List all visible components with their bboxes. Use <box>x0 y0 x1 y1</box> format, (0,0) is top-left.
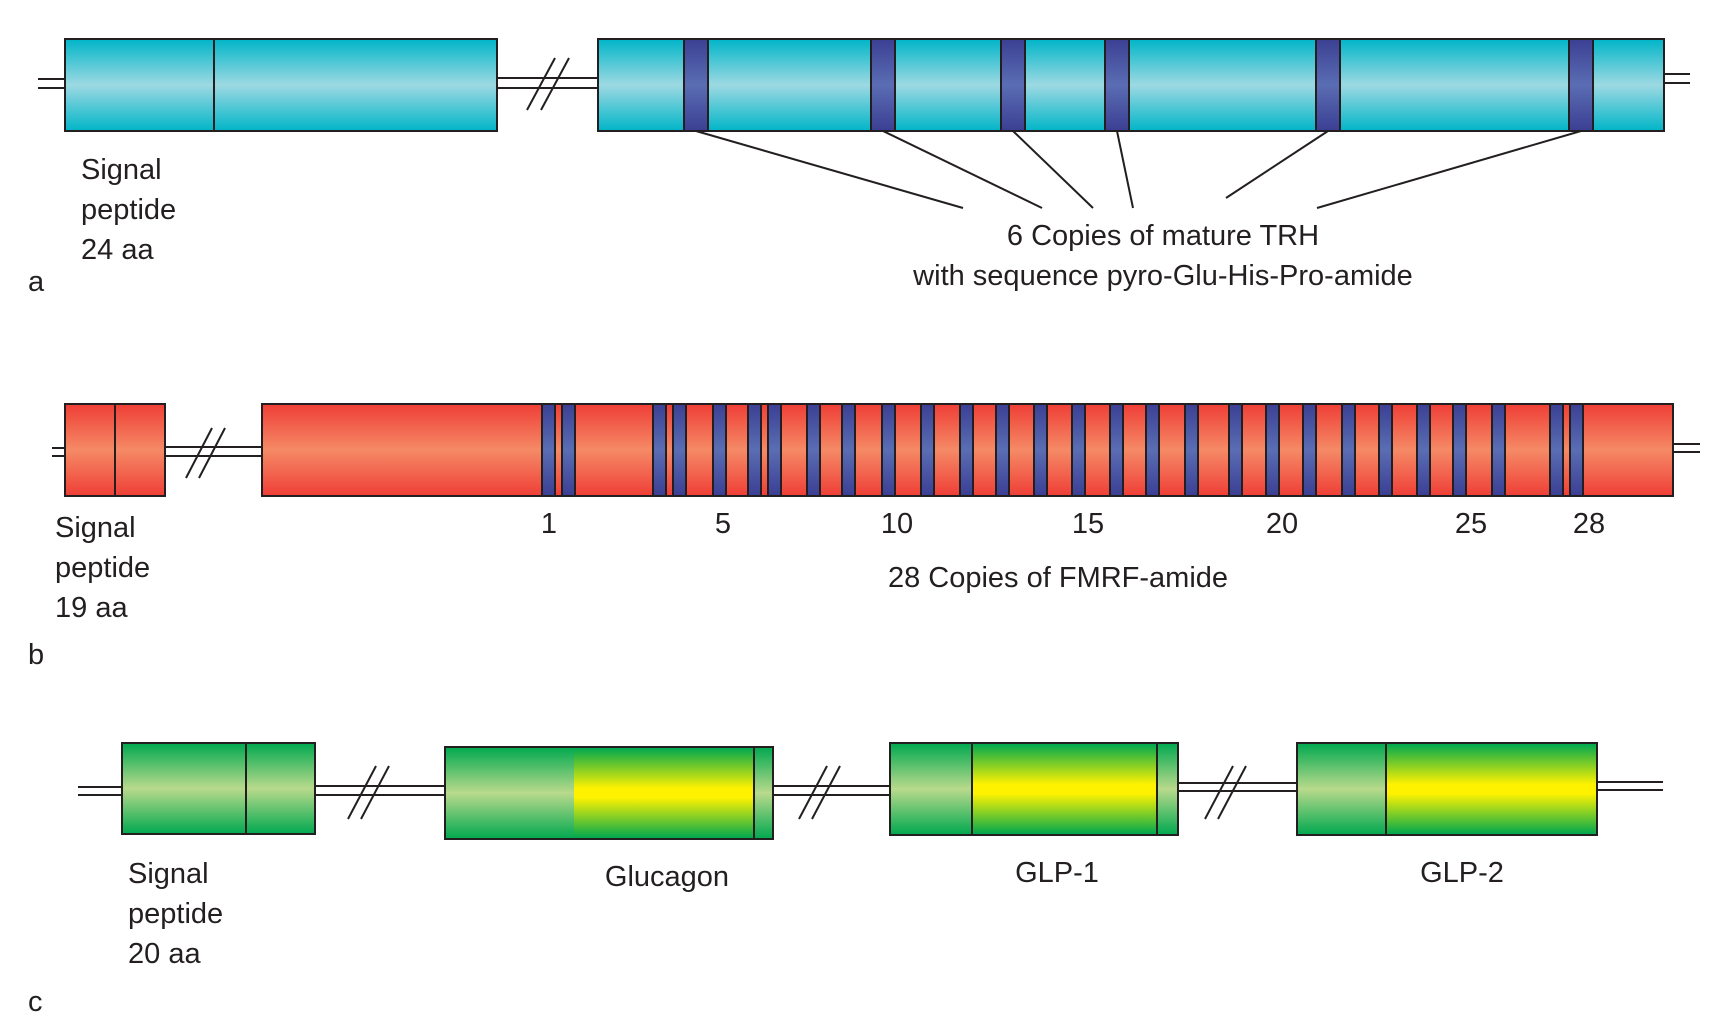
copy-number-28: 28 <box>1572 508 1606 540</box>
fmrf-copy-stripe <box>1184 403 1199 497</box>
copy-number-10: 10 <box>880 508 914 540</box>
break-mark-icon <box>526 57 570 111</box>
copy-number-20: 20 <box>1265 508 1299 540</box>
panel-a-precursor <box>38 38 1690 209</box>
label-line: peptide <box>81 194 177 226</box>
glp1-segment <box>972 744 1157 834</box>
fmrf-copy-stripe <box>1033 403 1048 497</box>
label-line: Signal <box>128 858 209 890</box>
leader-line <box>1316 130 1582 209</box>
trh-copy-stripe <box>1104 38 1130 132</box>
label-line: Signal <box>55 512 136 544</box>
leader-line <box>1116 130 1134 209</box>
fmrf-copy-stripe <box>1452 403 1467 497</box>
fmrf-copy-stripe <box>959 403 974 497</box>
fmrf-copy-stripe <box>1265 403 1280 497</box>
label-line: peptide <box>128 898 224 930</box>
panel-letter-a: a <box>28 266 45 298</box>
fmrf-copy-stripe <box>1341 403 1356 497</box>
fmrf-copy-stripe <box>1071 403 1086 497</box>
glp1-label: GLP-1 <box>1015 857 1099 889</box>
trh-copy-stripe <box>683 38 709 132</box>
connector-line <box>52 443 1700 457</box>
fmrf-copy-stripe <box>652 403 667 497</box>
fmrf-copy-stripe <box>1416 403 1431 497</box>
fmrf-copy-stripe <box>881 403 896 497</box>
fmrf-copy-stripe <box>561 403 576 497</box>
label-line: 24 aa <box>81 234 154 266</box>
fmrf-copy-stripe <box>1549 403 1564 497</box>
copy-number-5: 5 <box>714 508 732 540</box>
trh-precursor-body <box>597 38 1665 132</box>
fmrf-copy-stripe <box>920 403 935 497</box>
fmrf-copy-stripe <box>1491 403 1506 497</box>
fmrf-caption: 28 Copies of FMRF-amide <box>887 562 1229 594</box>
connector-line <box>38 73 1690 89</box>
fmrf-copy-stripe <box>712 403 727 497</box>
label-line: peptide <box>55 552 151 584</box>
label-line: 19 aa <box>55 592 128 624</box>
copy-number-25: 25 <box>1454 508 1488 540</box>
panel-c-precursor <box>78 742 1663 840</box>
fmrf-copy-stripe <box>1302 403 1317 497</box>
signal-peptide-segment <box>64 38 498 132</box>
leader-line <box>882 130 1043 209</box>
trh-caption: 6 Copies of mature TRH with sequence pyr… <box>913 216 1413 296</box>
trh-copy-stripe <box>870 38 896 132</box>
caption-line: 6 Copies of mature TRH <box>1006 220 1320 252</box>
glucagon-segment <box>574 748 754 838</box>
fmrf-copy-stripe <box>1378 403 1393 497</box>
signal-peptide-label-a: Signal peptide 24 aa <box>81 150 176 270</box>
glp2-segment <box>1386 744 1596 834</box>
leader-line <box>1012 130 1094 209</box>
fmrf-copy-stripe <box>995 403 1010 497</box>
fmrf-copy-stripe <box>806 403 821 497</box>
caption-line: with sequence pyro-Glu-His-Pro-amide <box>913 260 1413 292</box>
leader-line <box>695 130 964 209</box>
break-mark-icon <box>185 427 226 479</box>
fmrf-copy-stripe <box>1569 403 1584 497</box>
panel-letter-b: b <box>28 639 45 671</box>
trh-copy-stripe <box>1315 38 1341 132</box>
glp2-label: GLP-2 <box>1420 857 1504 889</box>
trh-copy-stripe <box>1568 38 1594 132</box>
label-line: 20 aa <box>128 938 201 970</box>
fmrf-copy-stripe <box>841 403 856 497</box>
fmrf-copy-stripe <box>1109 403 1124 497</box>
signal-peptide-segment <box>121 742 316 835</box>
copy-number-1: 1 <box>540 508 558 540</box>
panel-letter-c: c <box>28 986 43 1018</box>
break-mark-icon <box>347 765 1247 820</box>
fmrf-copy-stripe <box>747 403 762 497</box>
copy-number-15: 15 <box>1071 508 1105 540</box>
connector-line <box>78 781 1663 796</box>
panel-b-precursor <box>52 403 1700 497</box>
fmrf-copy-stripe <box>767 403 782 497</box>
glucagon-label: Glucagon <box>604 861 730 893</box>
fmrf-copy-stripe <box>1228 403 1243 497</box>
signal-peptide-label-b: Signal peptide 19 aa <box>55 508 150 628</box>
fmrf-copy-stripe <box>1145 403 1160 497</box>
label-line: Signal <box>81 154 162 186</box>
signal-peptide-label-c: Signal peptide 20 aa <box>128 854 223 974</box>
fmrf-copy-stripe <box>541 403 556 497</box>
trh-copy-stripe <box>1000 38 1026 132</box>
fmrf-copy-stripe <box>672 403 687 497</box>
leader-line <box>1225 130 1329 199</box>
